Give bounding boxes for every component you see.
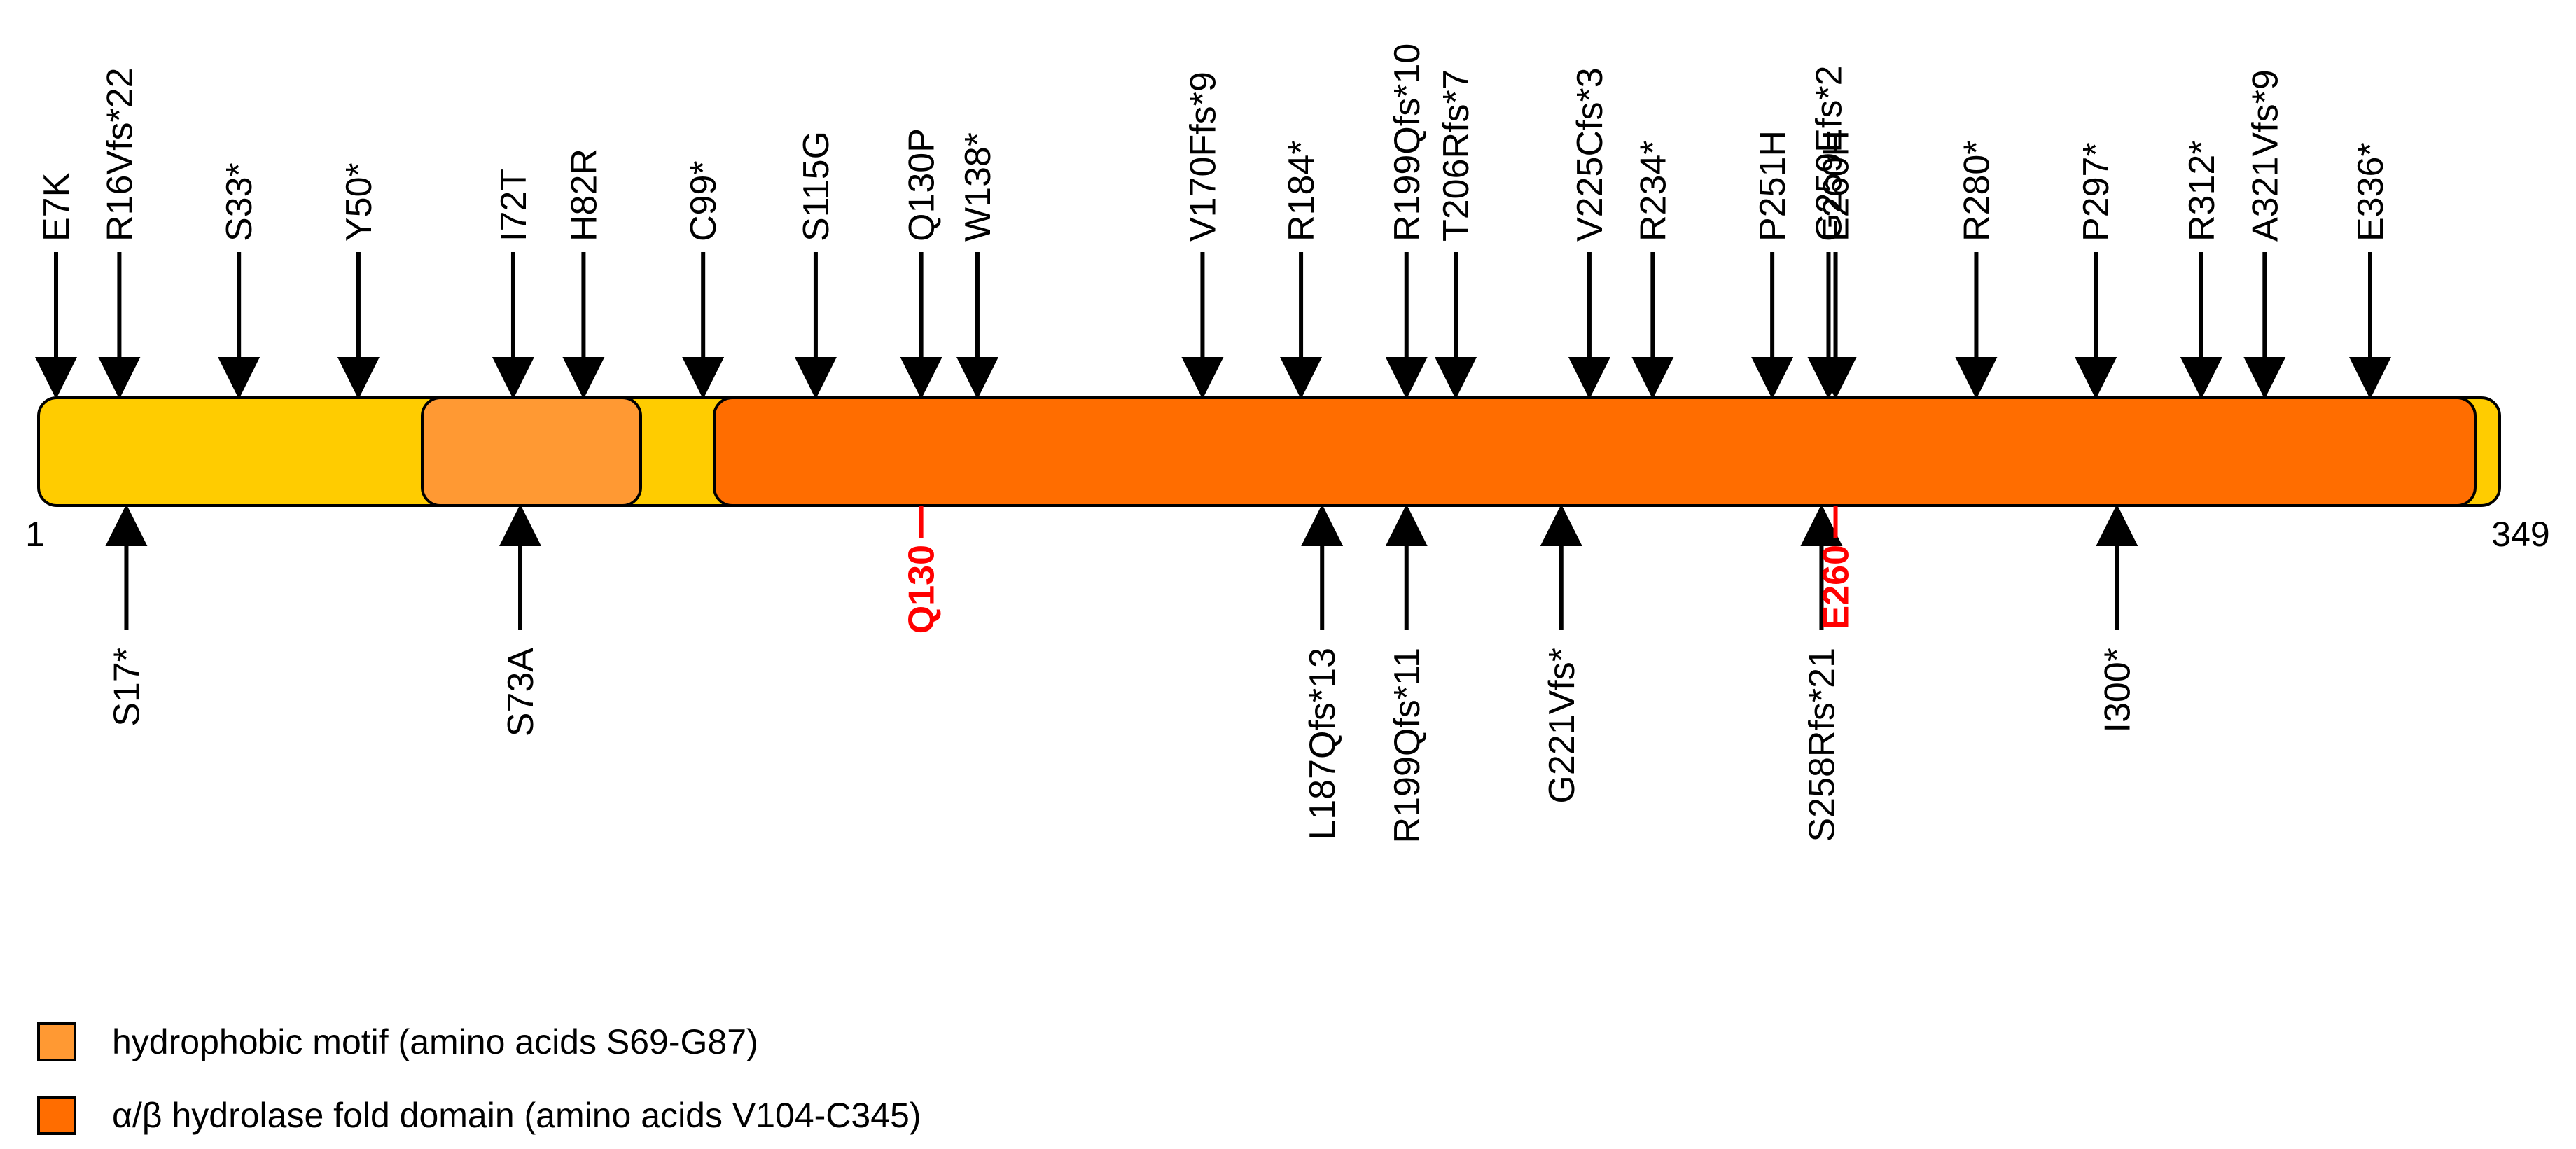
top-variant-label: R184*	[1281, 140, 1322, 242]
bottom-variant-label: L187Qfs*13	[1302, 648, 1343, 840]
top-variant-label: R312*	[2182, 140, 2222, 242]
legend-swatch-hydrolase-domain	[37, 1096, 76, 1135]
legend-label-hydrophobic-motif: hydrophobic motif (amino acids S69-G87)	[112, 1022, 758, 1061]
hydrolase-fold-domain	[713, 396, 2477, 507]
legend-label-hydrolase-domain: α/β hydrolase fold domain (amino acids V…	[112, 1096, 921, 1135]
sequence-end-label: 349	[2491, 515, 2549, 554]
top-variant-label: W138*	[958, 132, 998, 242]
top-variant-label: P297*	[2076, 142, 2117, 242]
highlighted-residue-group: Q130 E260	[902, 506, 1857, 634]
highlighted-residue-label: Q130	[902, 545, 942, 634]
top-variant-label: G259Efs*2	[1809, 66, 1849, 242]
top-variant-label: Y50*	[339, 162, 380, 242]
highlighted-residue-label: E260	[1816, 545, 1857, 629]
top-variant-label: S115G	[796, 131, 837, 242]
top-variant-label: E336*	[2351, 142, 2391, 242]
top-variant-label: P251H	[1753, 130, 1793, 242]
top-variant-label: H82R	[564, 148, 604, 242]
bottom-variant-label: R199Qfs*11	[1387, 648, 1428, 843]
top-variant-label: E7K	[36, 172, 77, 242]
bottom-variant-label: I300*	[2097, 648, 2138, 732]
top-variant-label: Q130P	[902, 128, 942, 242]
bottom-variant-label: S17*	[106, 648, 147, 727]
hydrophobic-motif-domain	[421, 396, 642, 507]
top-variant-label: I72T	[494, 169, 534, 242]
top-variant-label: V225Cfs*3	[1570, 67, 1610, 242]
top-variant-label: S33*	[219, 162, 260, 242]
legend-swatch-hydrophobic-motif	[37, 1022, 76, 1061]
bottom-variant-label: S73A	[501, 648, 541, 737]
top-variant-label: E260H	[1816, 130, 1857, 242]
top-variant-label: R199Qfs*10	[1387, 43, 1428, 242]
top-variant-label: R234*	[1633, 140, 1673, 242]
bottom-variant-label: S258Rfs*21	[1802, 648, 1842, 842]
sequence-start-label: 1	[25, 515, 45, 554]
bottom-variant-label: G221Vfs*	[1542, 648, 1582, 804]
top-variant-label: A321Vfs*9	[2245, 69, 2285, 242]
bottom-variant-group: S17* S73A L187Qfs*13 R199Qfs*11 G221Vfs* S258…	[105, 504, 2138, 843]
top-variant-label: R16Vfs*22	[99, 67, 140, 242]
top-variant-label: C99*	[683, 160, 724, 242]
top-variant-label: R280*	[1956, 140, 1997, 242]
top-variant-label: T206Rfs*7	[1436, 69, 1477, 242]
top-variant-label: V170Ffs*9	[1183, 71, 1223, 242]
